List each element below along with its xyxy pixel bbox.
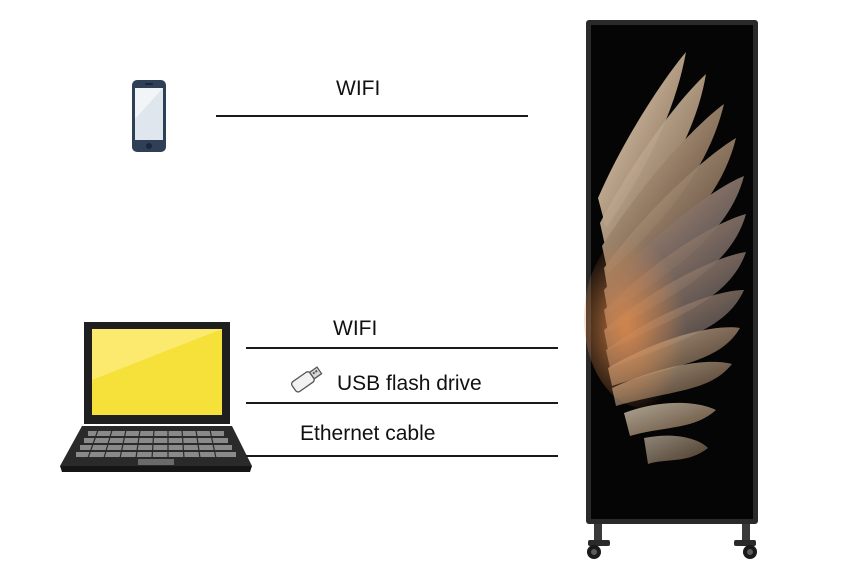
- ethernet-line: [246, 455, 558, 457]
- laptop-wifi-label: WIFI: [333, 317, 378, 340]
- laptop-icon: [60, 322, 252, 472]
- usb-label: USB flash drive: [337, 372, 482, 395]
- usb-flash-drive-icon: [290, 366, 323, 393]
- laptop-wifi-line: [246, 347, 558, 349]
- phone-wifi-label: WIFI: [336, 77, 381, 100]
- led-poster-display: [584, 20, 758, 559]
- smartphone-icon: [132, 80, 166, 152]
- usb-line: [246, 402, 558, 404]
- phone-wifi-line: [216, 115, 528, 117]
- ethernet-label: Ethernet cable: [300, 422, 436, 445]
